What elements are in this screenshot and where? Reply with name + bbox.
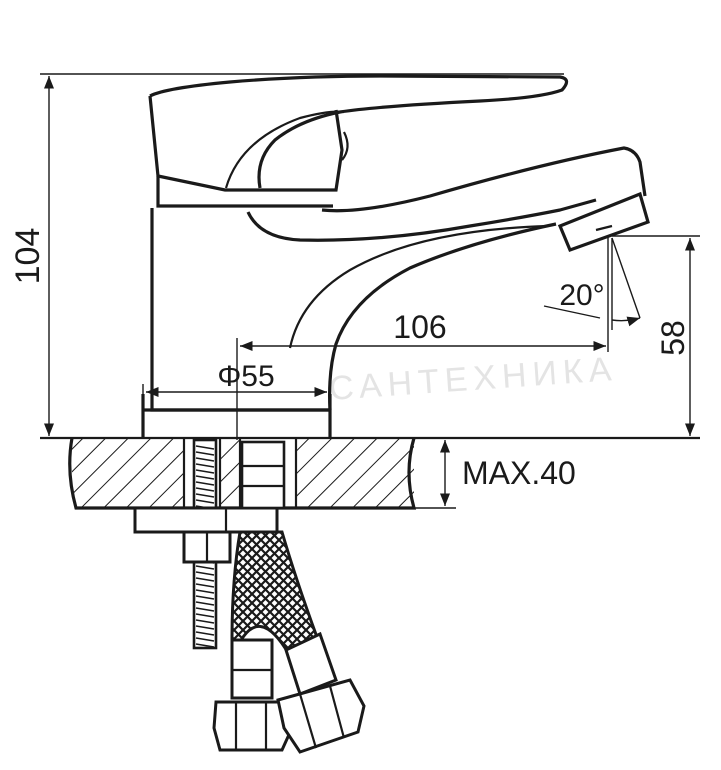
thread-line — [195, 643, 215, 648]
thread-line — [195, 481, 215, 486]
thread-line — [195, 637, 215, 642]
thread-line — [195, 613, 215, 618]
thread-line — [195, 487, 215, 492]
dimension-max-thickness: MAX.40 — [414, 440, 576, 509]
thread-line — [195, 499, 215, 504]
thread-line — [195, 445, 215, 450]
thread-line — [195, 631, 215, 636]
countertop-section — [40, 436, 700, 510]
thread-line — [195, 565, 215, 570]
dim-label-diameter: Φ55 — [217, 360, 274, 393]
thread-line — [195, 577, 215, 582]
dimension-spray-angle: 20° — [543, 237, 641, 330]
thread-line — [195, 601, 215, 606]
faucet-body — [141, 74, 650, 438]
dim-label-106: 106 — [393, 309, 446, 345]
dimension-base-diameter: Φ55 — [142, 360, 327, 398]
thread-line — [195, 583, 215, 588]
thread-line — [195, 475, 215, 480]
dimension-spout-height: 58 — [612, 235, 700, 436]
thread-line — [195, 625, 215, 630]
thread-line — [195, 589, 215, 594]
thread-line — [195, 619, 215, 624]
thread-line — [195, 493, 215, 498]
dim-label-104: 104 — [9, 228, 47, 285]
flex-hose — [212, 440, 366, 754]
thread-line — [195, 463, 215, 468]
dim-label-58: 58 — [655, 320, 691, 356]
thread-line — [195, 457, 215, 462]
thread-line — [195, 607, 215, 612]
dim-label-max-40: MAX.40 — [462, 455, 576, 491]
thread-line — [195, 595, 215, 600]
watermark-text: САНТЕХНИКА — [328, 350, 619, 408]
mounting-stud — [133, 438, 279, 650]
thread-line — [195, 571, 215, 576]
dim-label-angle: 20° — [559, 279, 604, 312]
thread-line — [195, 469, 215, 474]
dimension-height-total: 104 — [9, 73, 564, 436]
thread-line — [195, 451, 215, 456]
